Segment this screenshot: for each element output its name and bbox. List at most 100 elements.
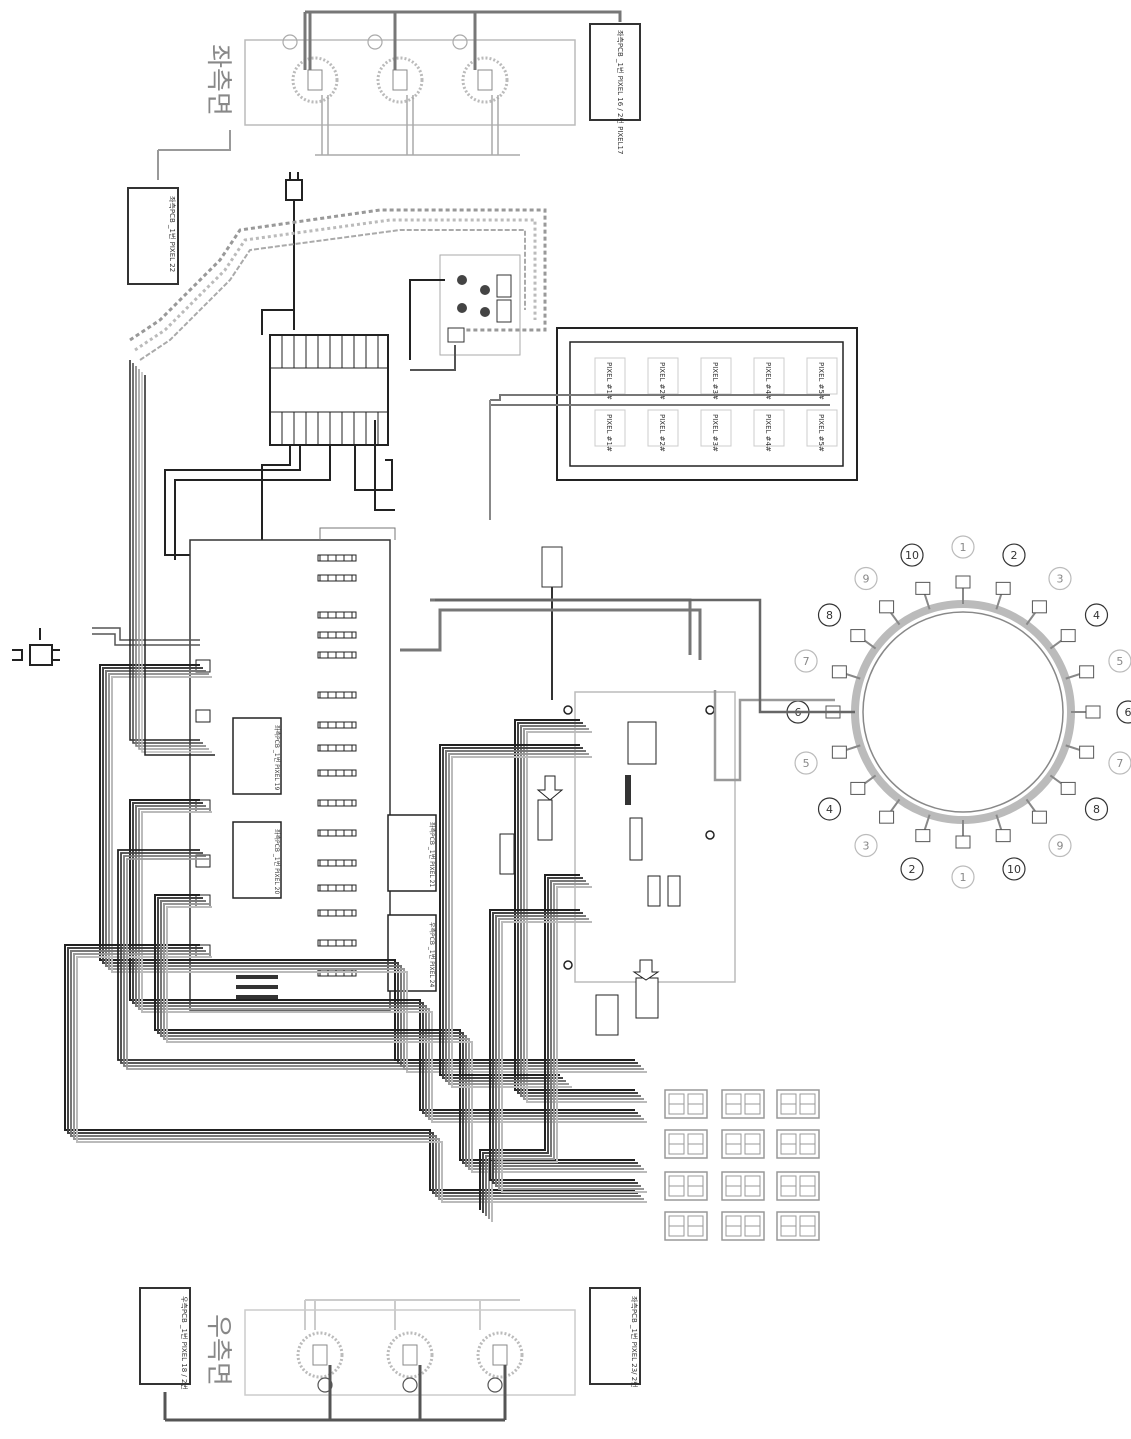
lamp-connector-icon xyxy=(12,627,200,666)
ring-node-number: 9 xyxy=(1056,839,1063,852)
board-connector xyxy=(317,884,357,892)
seven-segment-digit xyxy=(776,1129,820,1159)
pixel-cell-label: PIXEL #3# xyxy=(711,362,719,400)
ring-node-number: 5 xyxy=(803,757,810,770)
seven-segment-digit xyxy=(721,1089,765,1119)
terminal-block xyxy=(261,279,456,446)
board-connector xyxy=(317,554,357,562)
relay-boxes: 좌측PCB _1번 PIXEL 19 좌측PCB _1번 PIXEL 20 좌측… xyxy=(232,717,437,992)
pcb-box-top-left: 좌측PCB _1번 PIXEL 22 xyxy=(127,130,231,285)
pixel-cell: PIXEL #5# xyxy=(806,409,838,452)
seven-segment-digit xyxy=(776,1171,820,1201)
pixel-cell: PIXEL #2# xyxy=(647,409,679,452)
seven-segment-digit xyxy=(776,1089,820,1119)
power-wires xyxy=(164,420,395,560)
seven-segment-displays xyxy=(664,1089,820,1241)
ring-node: 5 xyxy=(1065,649,1131,680)
ring-node: 1 xyxy=(951,535,975,604)
pixel-cell-label: PIXEL #2# xyxy=(658,414,666,452)
ring-node-number: 4 xyxy=(826,803,833,816)
dashed-harness xyxy=(129,208,547,361)
pcb-box-bottom-right: 좌측PCB _1번 PIXEL 23/ 2번 xyxy=(589,1287,641,1388)
relay-box-c-label: 좌측PCB _1번 PIXEL 21 xyxy=(428,822,436,887)
ring-node: 4 xyxy=(817,774,877,821)
board-strip xyxy=(236,975,278,979)
pixel-cell: PIXEL #1# xyxy=(594,357,626,400)
ring-node: 8 xyxy=(1049,774,1109,821)
pixel-cell: PIXEL #5# xyxy=(806,357,838,400)
pcb-box-top-right: 좌측PCB _1번 PIXEL 16 / 2번 PIXEL17 xyxy=(589,23,641,154)
board-connector xyxy=(317,909,357,917)
ring-node: 2 xyxy=(900,814,931,881)
switch-module xyxy=(439,254,521,356)
ring-node: 9 xyxy=(854,566,901,626)
board-connector xyxy=(317,939,357,947)
ring-node-number: 10 xyxy=(905,549,919,562)
board-connector-left xyxy=(195,709,211,723)
secondary-board xyxy=(499,546,736,1036)
pcb-top-right-label: 좌측PCB _1번 PIXEL 16 / 2번 PIXEL17 xyxy=(616,30,625,154)
ring-node-number: 10 xyxy=(1007,863,1021,876)
pcb-top-left-label: 좌측PCB _1번 PIXEL 22 xyxy=(168,196,177,272)
board-connector xyxy=(317,651,357,659)
board-connector xyxy=(317,691,357,699)
pixel-cell-label: PIXEL #5# xyxy=(817,362,825,400)
pixel-cell-label: PIXEL #4# xyxy=(764,414,772,452)
ring-node-number: 2 xyxy=(1010,549,1017,562)
board-connector xyxy=(317,721,357,729)
pixel-cell: PIXEL #1# xyxy=(594,409,626,452)
board-strip xyxy=(236,985,278,989)
ring-node: 10 xyxy=(995,814,1026,881)
ring-node-number: 9 xyxy=(863,573,870,586)
board-connector xyxy=(317,631,357,639)
panel-knobs-top xyxy=(282,34,468,50)
ring-node-number: 1 xyxy=(960,871,967,884)
ring-node-number: 1 xyxy=(960,541,967,554)
pixel-cell: PIXEL #2# xyxy=(647,357,679,400)
ring-node-number: 3 xyxy=(863,839,870,852)
ring-node-number: 7 xyxy=(803,655,810,668)
ring-node: 5 xyxy=(794,744,861,775)
board-connector xyxy=(317,799,357,807)
right-panel-title: 우측면 xyxy=(203,1314,233,1386)
pixel-cell: PIXEL #3# xyxy=(700,357,732,400)
board-connector xyxy=(317,859,357,867)
pixel-cell-label: PIXEL #4# xyxy=(764,362,772,400)
seven-segment-digit xyxy=(721,1211,765,1241)
pixel-cell: PIXEL #4# xyxy=(753,357,785,400)
pcb-bottom-right-label: 좌측PCB _1번 PIXEL 23/ 2번 xyxy=(630,1296,639,1388)
seven-segment-digit xyxy=(664,1171,708,1201)
board-connector xyxy=(317,611,357,619)
pixel-grid-panel: PIXEL #1# PIXEL #2# PIXEL #3# PIXEL #4# PIXE… xyxy=(489,327,858,520)
ring-node: 2 xyxy=(995,543,1026,610)
left-panel-title: 좌측면 xyxy=(203,44,233,116)
ring-node-number: 7 xyxy=(1116,757,1123,770)
right-side-panel: 우측면 xyxy=(163,1299,576,1422)
board-connector xyxy=(317,829,357,837)
ring-node: 3 xyxy=(854,798,901,858)
cable-bundles xyxy=(64,360,647,1222)
main-control-board: 좌측PCB _1번 PIXEL 19 좌측PCB _1번 PIXEL 20 좌측… xyxy=(189,527,437,1011)
pcb-bottom-left-label: 우측PCB _1번 PIXEL 18 / 2번 xyxy=(180,1296,189,1390)
board-connector xyxy=(317,744,357,752)
ring-node-number: 4 xyxy=(1093,609,1100,622)
board-connector-left xyxy=(195,854,211,868)
relay-box-a-label: 좌측PCB _1번 PIXEL 19 xyxy=(273,725,281,790)
board-strip xyxy=(236,995,278,999)
seven-segment-digit xyxy=(664,1211,708,1241)
ring-node-number: 8 xyxy=(826,609,833,622)
power-plug-icon xyxy=(285,172,303,330)
seven-segment-digit xyxy=(721,1171,765,1201)
board-connector xyxy=(317,574,357,582)
ring-node: 9 xyxy=(1025,798,1072,858)
ring-node: 3 xyxy=(1025,566,1072,626)
pixel-cell: PIXEL #4# xyxy=(753,409,785,452)
relay-box-d-label: 우측PCB _1번 PIXEL 24 xyxy=(428,922,436,987)
ring-node-number: 5 xyxy=(1116,655,1123,668)
ring-node-number: 8 xyxy=(1093,803,1100,816)
seven-segment-digit xyxy=(721,1129,765,1159)
pixel-cell-label: PIXEL #5# xyxy=(817,414,825,452)
ring-node: 7 xyxy=(1065,744,1131,775)
left-side-panel: 좌측면 xyxy=(203,10,622,156)
